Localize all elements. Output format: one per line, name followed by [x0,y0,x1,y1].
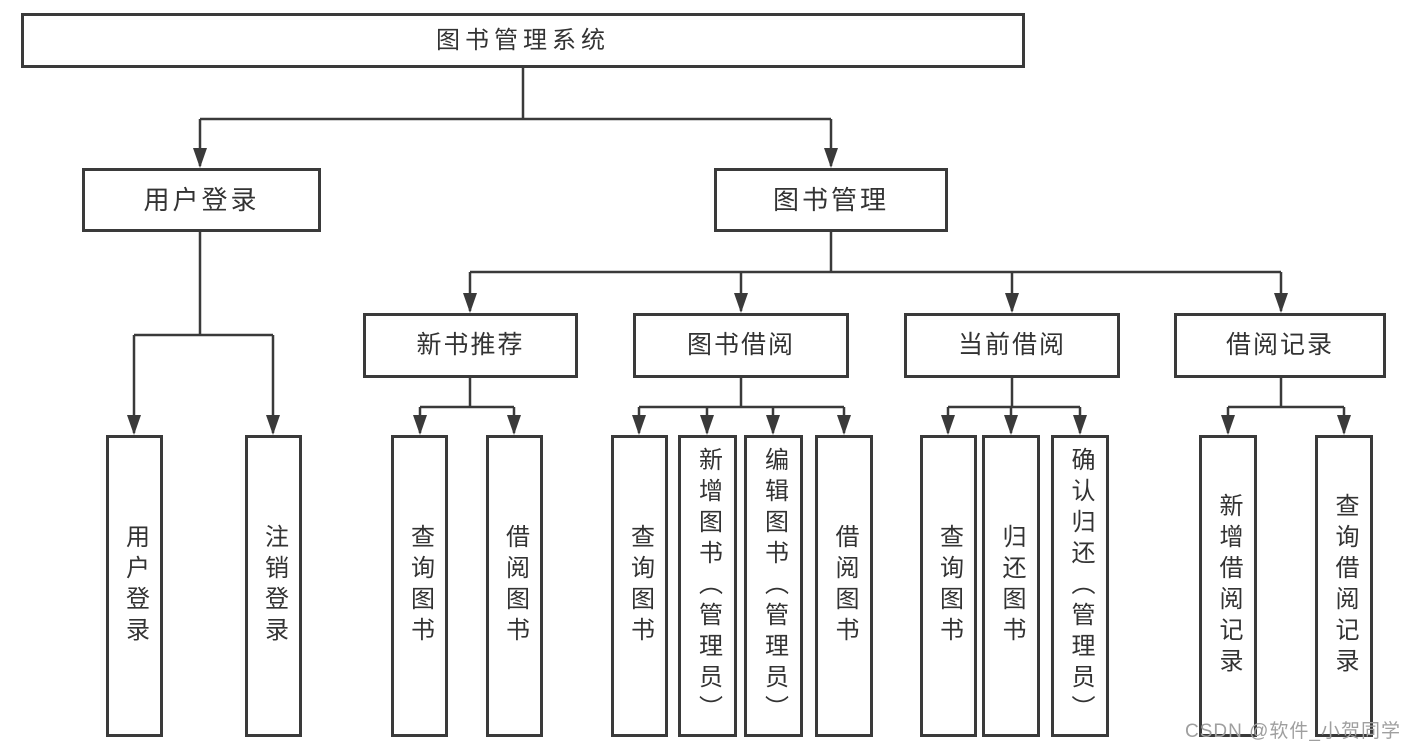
leaf-borrow-books-recommend: 借阅图书 [486,435,543,737]
node-borrow-record: 借阅记录 [1174,313,1386,378]
leaf-query-borrow-record: 查询借阅记录 [1315,435,1373,737]
leaf-add-borrow-record: 新增借阅记录 [1199,435,1257,737]
node-new-book-recommend: 新书推荐 [363,313,578,378]
leaf-edit-books-admin: 编辑图书（管理员） [744,435,803,737]
leaf-user-login: 用户登录 [106,435,163,737]
leaf-logout: 注销登录 [245,435,302,737]
leaf-query-books-recommend: 查询图书 [391,435,448,737]
leaf-add-books-admin: 新增图书（管理员） [678,435,737,737]
leaf-query-books-current: 查询图书 [920,435,977,737]
node-current-borrow: 当前借阅 [904,313,1120,378]
node-root-system: 图书管理系统 [21,13,1025,68]
node-book-borrow: 图书借阅 [633,313,849,378]
csdn-watermark: CSDN @软件_小贺同学 [1185,721,1401,742]
leaf-confirm-return-admin: 确认归还（管理员） [1051,435,1109,737]
node-book-management: 图书管理 [714,168,948,232]
node-user-login: 用户登录 [82,168,321,232]
leaf-borrow-books: 借阅图书 [815,435,873,737]
leaf-query-books-borrow: 查询图书 [611,435,668,737]
leaf-return-books: 归还图书 [982,435,1040,737]
